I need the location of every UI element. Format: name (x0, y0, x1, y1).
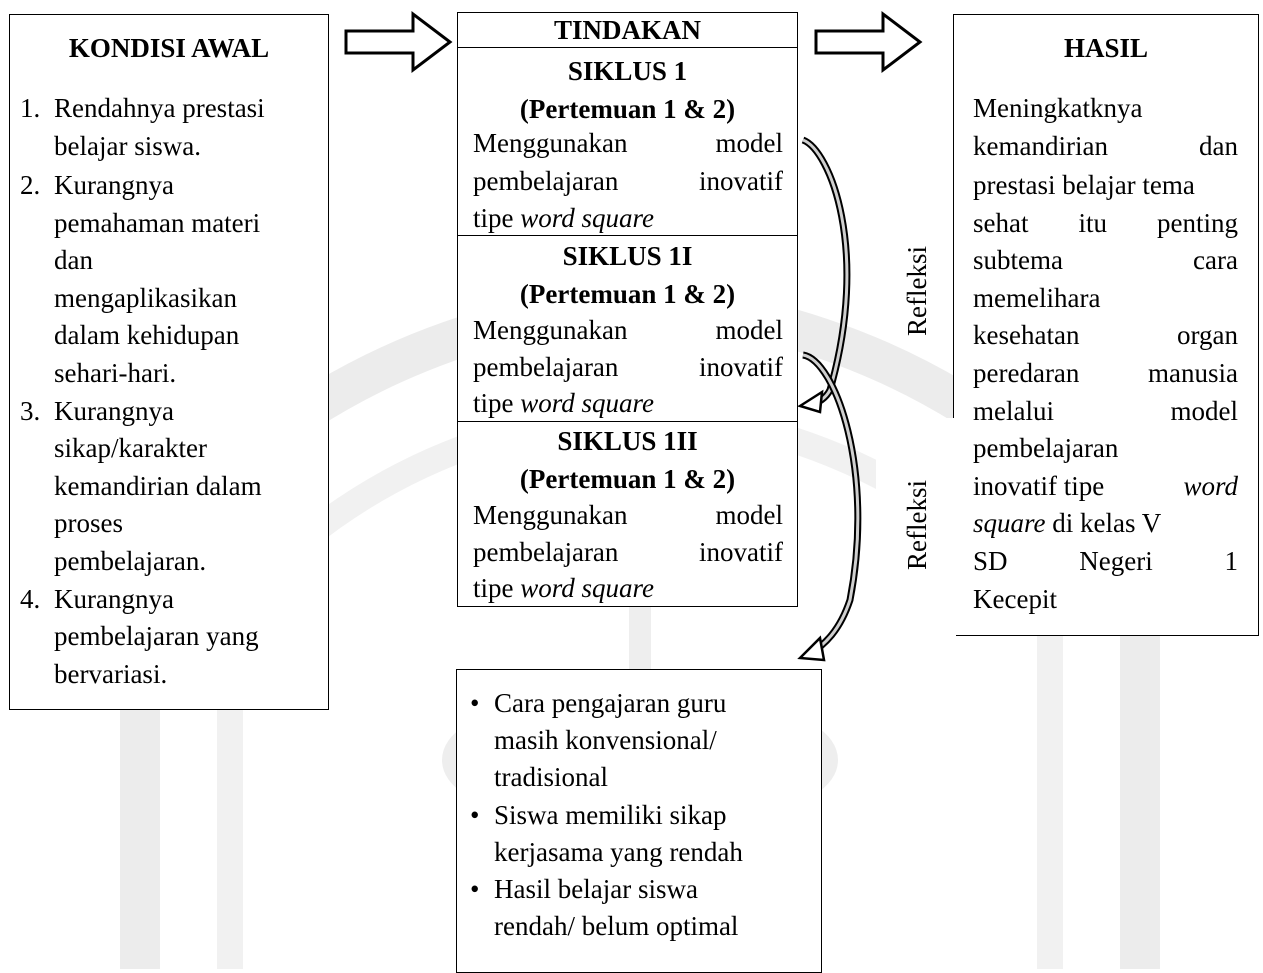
curved-arrow-icon (801, 136, 851, 410)
bullet-icon: • (470, 874, 480, 904)
divider (457, 235, 798, 236)
kendala-line: masih konvensional/ (494, 725, 717, 755)
hasil-line: prestasi belajar tema (973, 170, 1195, 200)
siklus-desc-line: tipe word square (473, 203, 655, 233)
siklus-meeting: (Pertemuan 1 & 2) (519, 94, 736, 124)
item-line: pemahaman materi (54, 208, 261, 238)
hasil-box (953, 14, 1259, 636)
arrow-head-icon (797, 389, 824, 414)
item-number: 4. (20, 584, 41, 614)
divider (457, 47, 798, 48)
block-arrow-icon (344, 10, 453, 74)
item-number: 1. (20, 93, 41, 123)
item-line: Kurangnya (54, 396, 174, 426)
bullet-icon: • (470, 688, 480, 718)
kendala-line: kerjasama yang rendah (494, 837, 743, 867)
siklus-name: SIKLUS 1II (557, 426, 698, 456)
hasil-line: Meningkatknya (973, 93, 1143, 123)
siklus-name: SIKLUS 1 (567, 56, 688, 86)
kendala-line: rendah/ belum optimal (494, 911, 739, 941)
item-line: belajar siswa. (54, 131, 201, 161)
kendala-line: Siswa memiliki sikap (494, 800, 727, 830)
item-number: 3. (20, 396, 41, 426)
item-number: 2. (20, 170, 41, 200)
hasil-title: HASIL (1063, 33, 1149, 63)
tindakan-box (457, 12, 798, 607)
item-line: sehari-hari. (54, 358, 177, 388)
item-line: Rendahnya prestasi (54, 93, 265, 123)
bullet-icon: • (470, 800, 480, 830)
item-line: dalam kehidupan (54, 320, 240, 350)
item-line: Kurangnya (54, 584, 174, 614)
siklus-name: SIKLUS 1I (562, 241, 693, 271)
divider (457, 421, 798, 422)
item-line: bervariasi. (54, 659, 168, 689)
item-line: Kurangnya (54, 170, 174, 200)
hasil-line: Kecepit (973, 584, 1057, 614)
siklus-meeting: (Pertemuan 1 & 2) (519, 464, 736, 494)
item-line: sikap/karakter (54, 433, 207, 463)
kendala-box (456, 669, 822, 973)
item-line: kemandirian dalam (54, 471, 262, 501)
kondisi-awal-box (9, 14, 329, 710)
arrow-head-icon (797, 635, 826, 662)
block-arrow-icon (814, 10, 923, 74)
tindakan-title: TINDAKAN (553, 15, 701, 45)
item-line: pembelajaran. (54, 546, 207, 576)
kendala-line: Cara pengajaran guru (494, 688, 727, 718)
siklus-desc-line: tipe word square (473, 573, 655, 603)
hasil-line: pembelajaran (973, 433, 1119, 463)
item-line: mengaplikasikan (54, 283, 237, 313)
siklus-meeting: (Pertemuan 1 & 2) (519, 279, 736, 309)
item-line: dan (54, 245, 93, 275)
kondisi-awal-title: KONDISI AWAL (68, 33, 270, 63)
kendala-line: Hasil belajar siswa (494, 874, 698, 904)
hasil-line: square di kelas V (973, 508, 1162, 538)
siklus-desc-line: tipe word square (473, 388, 655, 418)
item-line: proses (54, 508, 123, 538)
kendala-line: tradisional (494, 762, 608, 792)
hasil-line: memelihara (973, 283, 1101, 313)
hasil-box-mask (876, 418, 956, 638)
item-line: pembelajaran yang (54, 621, 259, 651)
